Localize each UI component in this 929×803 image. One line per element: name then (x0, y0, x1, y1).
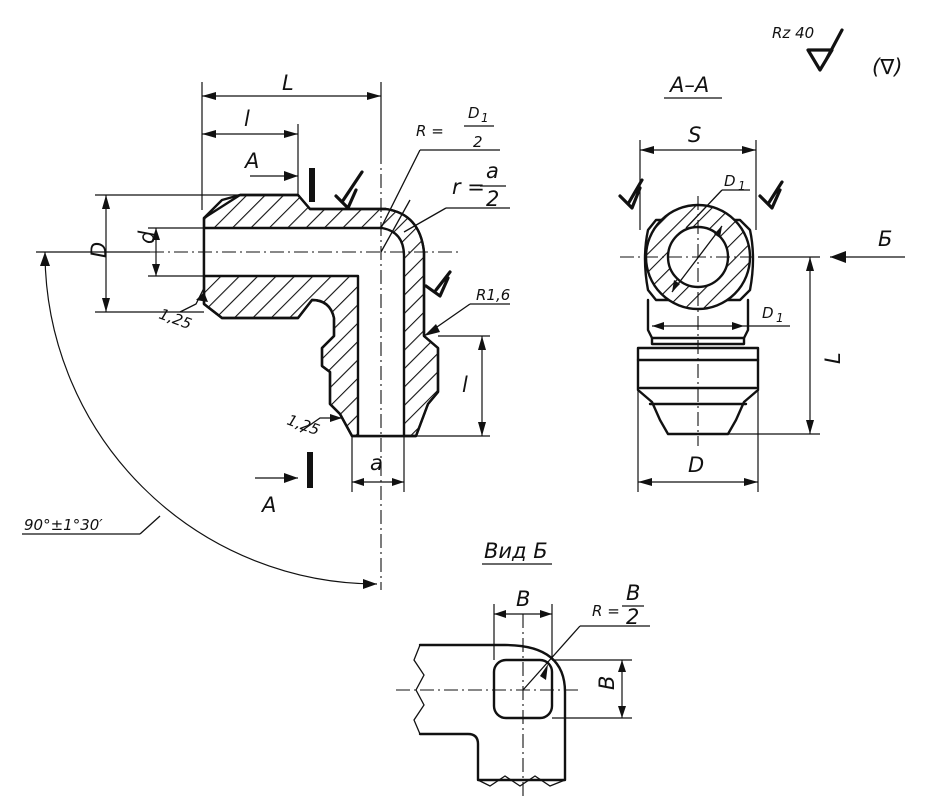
bore-outline-outer (202, 226, 406, 438)
section-mark-top: A (243, 149, 259, 173)
dim-D1-top-label: D (724, 172, 736, 190)
neck-outline (646, 298, 750, 346)
bend-radius-denominator: 2 (473, 133, 483, 151)
dim-L-label: L (282, 71, 294, 95)
section-mark-bottom: A (260, 493, 276, 517)
detail-view: Вид Б B B R = B 2 (396, 539, 650, 800)
inner-radius-numerator: a (486, 159, 499, 183)
dim-S-label: S (688, 123, 701, 147)
roughness-annotation: Rz 40 (∇) (772, 24, 902, 79)
detail-break-line-bottom (477, 775, 566, 787)
chamfer-label-top: 1,25 (157, 305, 195, 333)
dim-D1-mid-label: D (762, 304, 774, 322)
dim-D-bottom-label: D (688, 453, 704, 477)
roughness-bracket: (∇) (872, 55, 902, 79)
dim-d-label: d (135, 230, 159, 244)
bend-radius-numerator: D (468, 104, 480, 122)
section-cut-mark-bottom (307, 452, 313, 488)
roughness-mark-left-icon (618, 178, 644, 210)
section-view-title: A–A (668, 73, 709, 97)
dim-L-vertical-label: L (821, 352, 845, 364)
roughness-mark-right-icon (758, 180, 784, 210)
angle-label: 90°±1°30′ (24, 516, 103, 534)
detail-radius-denominator: 2 (626, 605, 639, 629)
bend-radius-numerator-sub: 1 (481, 111, 489, 125)
section-cut-mark-top (309, 168, 315, 202)
dim-D1-mid-sub: 1 (776, 311, 784, 325)
section-view: A–A S D 1 D 1 (618, 73, 905, 492)
bend-radius-line (380, 199, 411, 253)
bend-radius-formula: R = (416, 122, 444, 140)
roughness-mark-top-icon (334, 170, 364, 210)
inner-radius-denominator: 2 (486, 187, 499, 211)
detail-view-title: Вид Б (484, 539, 548, 563)
detail-radius-formula: R = (592, 602, 620, 620)
detail-body-outline (418, 643, 567, 782)
angle-arc (44, 251, 378, 585)
dim-D1-top-sub: 1 (738, 179, 746, 193)
fillet-label: R1,6 (476, 286, 510, 304)
detail-radius-numerator: B (626, 581, 640, 605)
roughness-value: Rz 40 (772, 24, 814, 42)
roughness-mark-side-icon (424, 270, 452, 298)
dim-l-label: l (244, 107, 250, 131)
elbow-outline (202, 193, 440, 438)
dim-a-label: a (370, 451, 383, 475)
inner-radius-formula: r = (452, 175, 485, 199)
dim-B-side-label: B (595, 676, 619, 690)
chamfer-label-bottom: 1,25 (285, 411, 323, 439)
dim-D-label: D (87, 242, 111, 258)
dim-B-top-label: B (516, 587, 530, 611)
view-arrow-label: Б (878, 227, 892, 251)
main-view: L l A D d 1,25 R = D 1 (22, 71, 510, 590)
roughness-symbol-icon (806, 28, 844, 72)
bore-outline-inner (202, 274, 360, 438)
dim-l-vertical-label: l (462, 373, 468, 397)
